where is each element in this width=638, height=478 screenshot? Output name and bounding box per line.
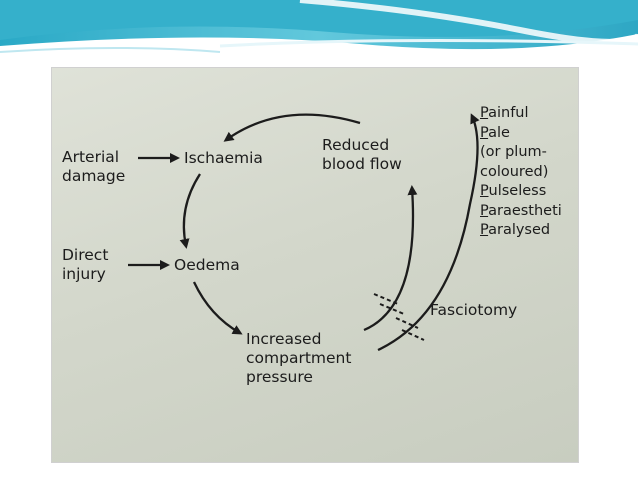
node-reduced-blood-flow: Reduced blood flow	[322, 136, 402, 173]
arrow-pressure-to-flow	[363, 185, 418, 332]
sign-item: Painful	[480, 105, 529, 121]
arrow-ischaemia-to-oedema	[179, 173, 201, 249]
label-direct-injury: Direct injury	[62, 246, 109, 283]
sign-item: Pale	[480, 124, 510, 141]
diagram-photo: Arterial damage Direct injury Ischaemia …	[52, 68, 578, 462]
diagram-arrows	[128, 113, 480, 352]
sign-item: Paraestheti	[480, 202, 562, 219]
header-swoosh-decoration	[0, 0, 638, 70]
sign-item: Pulseless	[480, 183, 547, 199]
sign-item: coloured)	[480, 163, 549, 180]
fasciotomy-cut-marks	[373, 293, 425, 341]
arrow-oedema-to-pressure	[192, 281, 243, 335]
clinical-signs-list: Painful Pale (or plum- coloured) Pulsele…	[480, 104, 562, 241]
arrow-pressure-to-signs	[377, 113, 480, 352]
node-oedema: Oedema	[174, 256, 240, 274]
label-fasciotomy: Fasciotomy	[430, 301, 518, 319]
node-increased-pressure: Increased compartment pressure	[246, 330, 352, 386]
label-arterial-damage: Arterial damage	[62, 148, 126, 185]
arrow-flow-to-ischaemia	[223, 113, 361, 142]
sign-item: Paralysed	[480, 222, 551, 238]
sign-item: (or plum-	[480, 144, 547, 160]
node-ischaemia: Ischaemia	[184, 149, 263, 167]
